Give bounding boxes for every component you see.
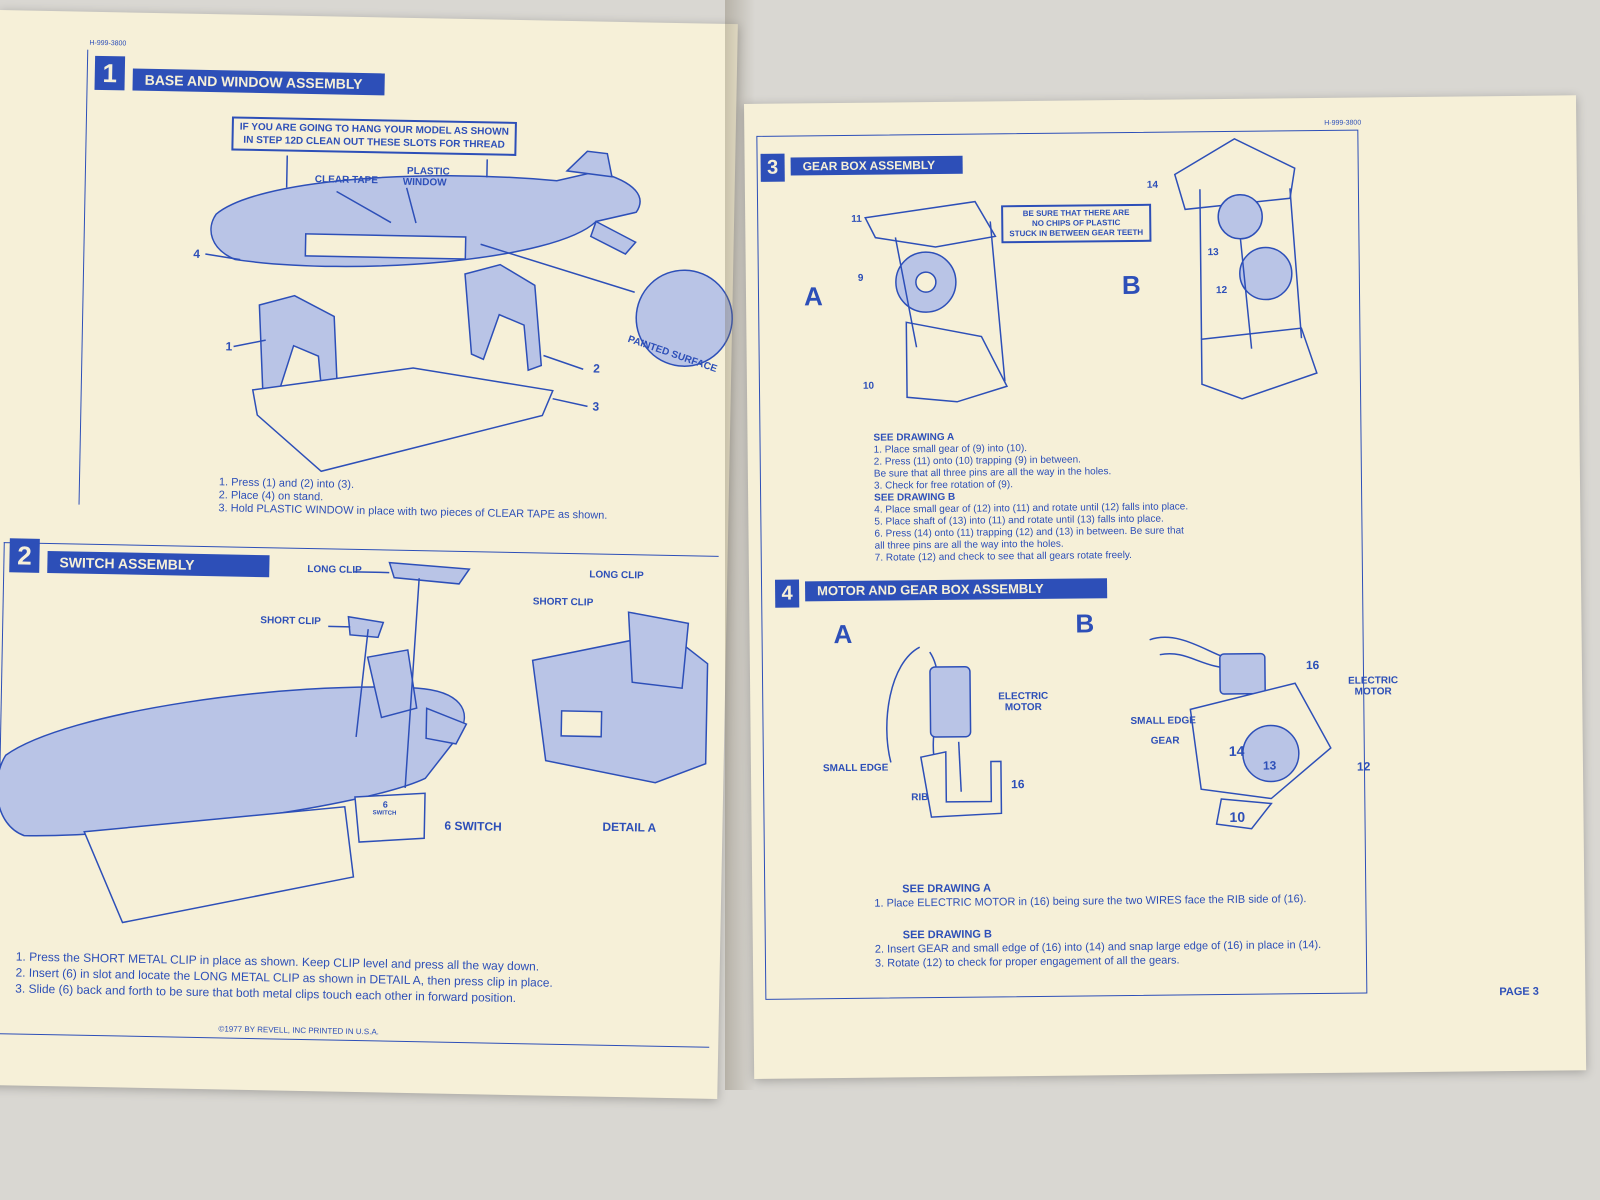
label-detail-a: DETAIL A: [602, 819, 657, 835]
left-page: H-999-3800 1 BASE AND WINDOW ASSEMBLY IF…: [0, 10, 738, 1099]
label-part-10-b: 10: [1229, 808, 1246, 825]
label-part-12-b: 12: [1356, 759, 1371, 774]
label-long-clip-detail: LONG CLIP: [589, 569, 644, 582]
step4-instructions-b: SEE DRAWING B 2. Insert GEAR and small e…: [874, 928, 1322, 970]
label-part-16-b: 16: [1305, 658, 1320, 673]
label-short-clip-detail: SHORT CLIP: [532, 596, 594, 609]
label-electric-motor-a: ELECTRIC MOTOR: [998, 690, 1049, 714]
label-small-edge-b: SMALL EDGE: [1130, 715, 1196, 727]
step2-instructions: 1. Press the SHORT METAL CLIP in place a…: [15, 949, 553, 1006]
label-small-edge-a: SMALL EDGE: [822, 762, 889, 775]
motor-illustration: [886, 636, 1332, 830]
label-long-clip: LONG CLIP: [307, 564, 362, 577]
label-switch-part: SWITCH: [372, 810, 397, 817]
page-number: PAGE 3: [1499, 985, 1539, 999]
label-rib: RIB: [911, 792, 929, 804]
label-part-16-a: 16: [1011, 777, 1025, 792]
label-switch: 6 SWITCH: [444, 818, 502, 834]
label-electric-motor-b: ELECTRIC MOTOR: [1348, 675, 1399, 698]
label-gear: GEAR: [1150, 735, 1180, 747]
label-part-13-b: 13: [1262, 758, 1277, 773]
label-short-clip: SHORT CLIP: [260, 615, 321, 628]
label-part-14-b: 14: [1228, 742, 1245, 759]
gear-box-illustration: [864, 138, 1318, 403]
step4-instructions-a: SEE DRAWING A 1. Place ELECTRIC MOTOR in…: [874, 882, 1307, 910]
right-page: H-999-3800 3 GEAR BOX ASSEMBLY BE SURE T…: [744, 95, 1587, 1079]
label-part-6: 6: [382, 799, 388, 810]
blimp-base-illustration: [205, 150, 733, 473]
switch-illustration: [0, 561, 709, 924]
